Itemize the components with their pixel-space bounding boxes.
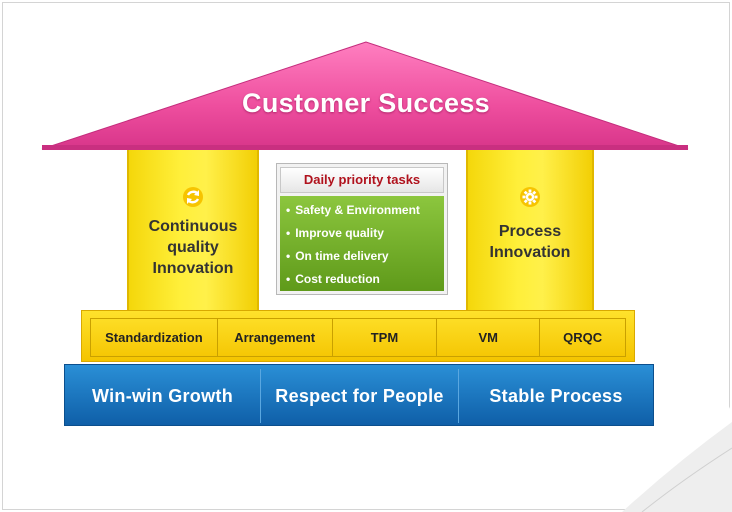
priority-item: •Cost reduction (286, 272, 380, 286)
roof-title: Customer Success (242, 88, 490, 118)
house-roof (41, 41, 689, 150)
foundation-row: Win-win Growth Respect for People Stable… (65, 369, 653, 423)
pillar-continuous-quality: Continuous quality Innovation (127, 150, 259, 312)
priority-item: •On time delivery (286, 249, 389, 263)
priority-title: Daily priority tasks (280, 167, 444, 193)
pillar-right-line2: Innovation (489, 244, 571, 261)
gear-icon (519, 186, 541, 208)
pedestal: Standardization Arrangement TPM VM QRQC (81, 310, 635, 362)
pillar-left-line1: Continuous (148, 218, 238, 235)
daily-priority-box: Daily priority tasks •Safety & Environme… (276, 163, 448, 295)
pedestal-item-vm: VM (437, 319, 541, 357)
priority-list: •Safety & Environment •Improve quality •… (280, 196, 444, 291)
pillar-left-line3: Innovation (152, 260, 234, 277)
foundation-item-win-win-growth: Win-win Growth (65, 369, 261, 423)
foundation: Win-win Growth Respect for People Stable… (64, 364, 654, 426)
priority-item: •Safety & Environment (286, 203, 420, 217)
priority-item: •Improve quality (286, 226, 384, 240)
foundation-item-stable-process: Stable Process (489, 385, 623, 406)
pedestal-item-arrangement: Arrangement (217, 319, 333, 357)
pedestal-item-standardization: Standardization (91, 319, 218, 357)
pillar-process-innovation: Process Innovation (466, 150, 594, 312)
pedestal-item-tpm: TPM (332, 319, 438, 357)
pedestal-row: Standardization Arrangement TPM VM QRQC (90, 318, 626, 357)
pedestal-item-qrqc: QRQC (540, 319, 626, 357)
pillar-right-line1: Process (498, 223, 562, 240)
refresh-icon (182, 186, 204, 208)
foundation-item-respect-for-people: Respect for People (261, 369, 459, 423)
page-curl (622, 402, 732, 512)
pillar-left-line2: quality (167, 239, 219, 256)
